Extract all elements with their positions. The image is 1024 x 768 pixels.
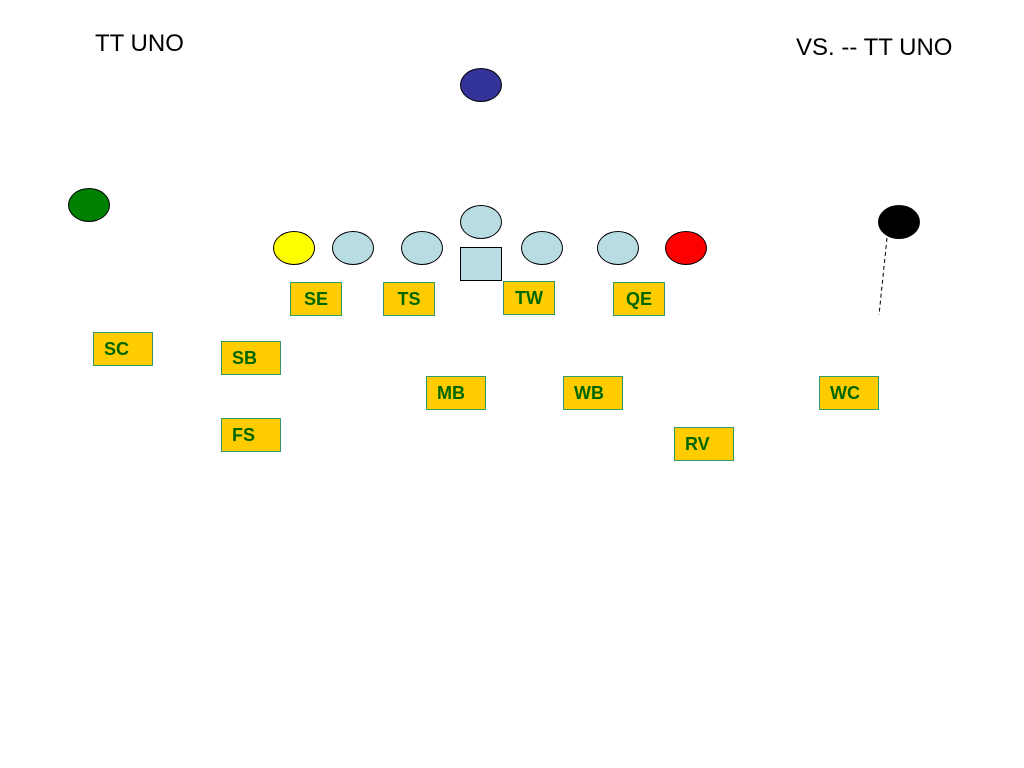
defender-ts: TS [383,282,435,316]
defender-se: SE [290,282,342,316]
right-tackle-player [597,231,639,265]
defender-wb: WB [563,376,623,410]
defender-sc: SC [93,332,153,366]
left-title: TT UNO [95,30,184,57]
left-end-player [273,231,315,265]
defender-mb: MB [426,376,486,410]
defender-rv: RV [674,427,734,461]
ball-box [460,247,502,281]
center-player [460,205,502,239]
defender-sb: SB [221,341,281,375]
left-back-player [68,188,110,222]
right-title: VS. -- TT UNO [796,34,953,61]
defender-qe: QE [613,282,665,316]
right-guard-player [521,231,563,265]
right-end-player [665,231,707,265]
left-tackle-player [332,231,374,265]
defender-tw: TW [503,281,555,315]
left-guard-player [401,231,443,265]
wide-receiver-player [878,205,920,239]
defender-wc: WC [819,376,879,410]
quarterback-player [460,68,502,102]
defender-fs: FS [221,418,281,452]
